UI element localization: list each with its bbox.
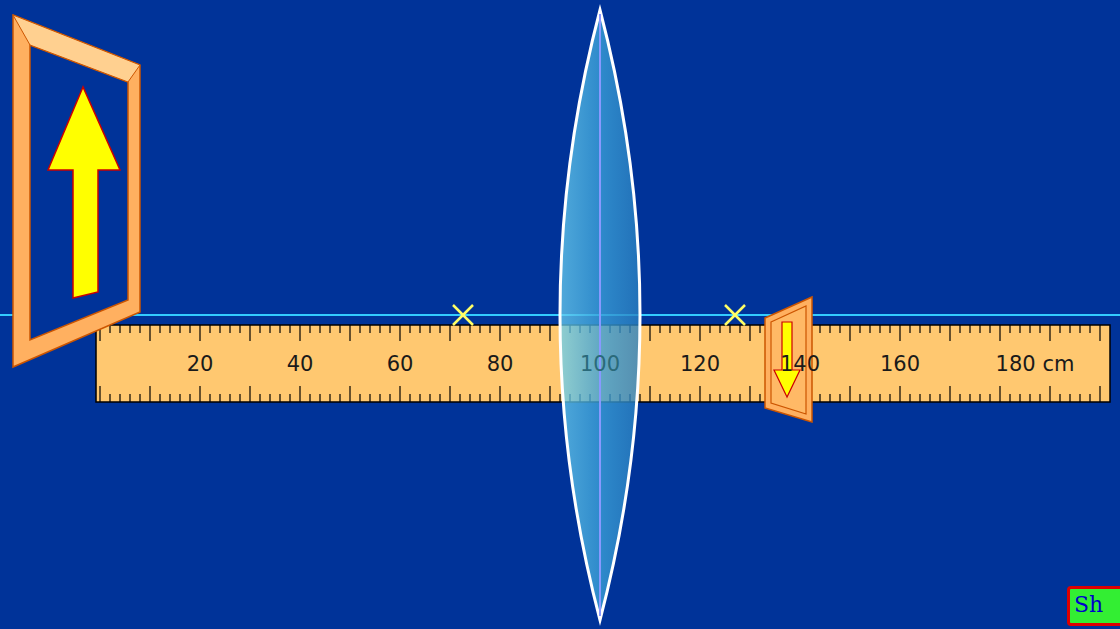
object-arrow xyxy=(48,87,120,298)
ruler-number: 120 xyxy=(680,354,720,375)
object-frame xyxy=(13,15,140,367)
ruler-number: 140 xyxy=(780,354,820,375)
button-label: Sh xyxy=(1074,592,1120,617)
show-button: Sh xyxy=(1067,586,1120,626)
convex-lens xyxy=(560,10,640,620)
ruler-number: 180 cm xyxy=(996,354,1075,375)
ruler-number: 40 xyxy=(287,354,314,375)
focal-point xyxy=(725,305,745,325)
ruler-number: 80 xyxy=(487,354,514,375)
ruler-number: 160 xyxy=(880,354,920,375)
lens-axis xyxy=(599,14,601,616)
ruler-number: 60 xyxy=(387,354,414,375)
focal-point xyxy=(453,305,473,325)
ruler-number: 100 xyxy=(580,354,620,375)
ruler-number: 20 xyxy=(187,354,214,375)
